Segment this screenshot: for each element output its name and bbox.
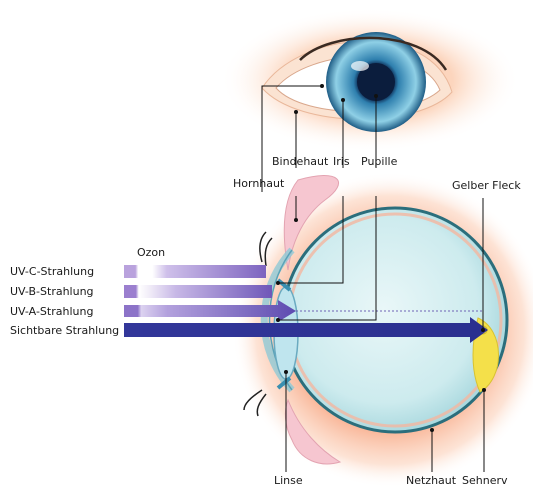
uv-a-label: UV-A-Strahlung <box>10 305 93 318</box>
iris-label: Iris <box>333 155 350 168</box>
uv-b-label: UV-B-Strahlung <box>10 285 94 298</box>
linse-label: Linse <box>274 474 303 487</box>
bindehaut-label: Bindehaut <box>272 155 328 168</box>
uv-c-beam <box>124 265 266 278</box>
hornhaut-label: Hornhaut <box>233 177 284 190</box>
visible-light-label: Sichtbare Strahlung <box>10 324 119 337</box>
ozone-label: Ozon <box>137 246 165 259</box>
uv-b-beam <box>124 285 272 298</box>
netzhaut-label: Netzhaut <box>406 474 456 487</box>
uv-c-label: UV-C-Strahlung <box>10 265 94 278</box>
sehnerv-label: Sehnerv <box>462 474 508 487</box>
pupille-label: Pupille <box>361 155 397 168</box>
front-eye <box>220 8 520 152</box>
iris-highlight <box>351 61 369 71</box>
gelber-fleck-label: Gelber Fleck <box>452 179 521 192</box>
